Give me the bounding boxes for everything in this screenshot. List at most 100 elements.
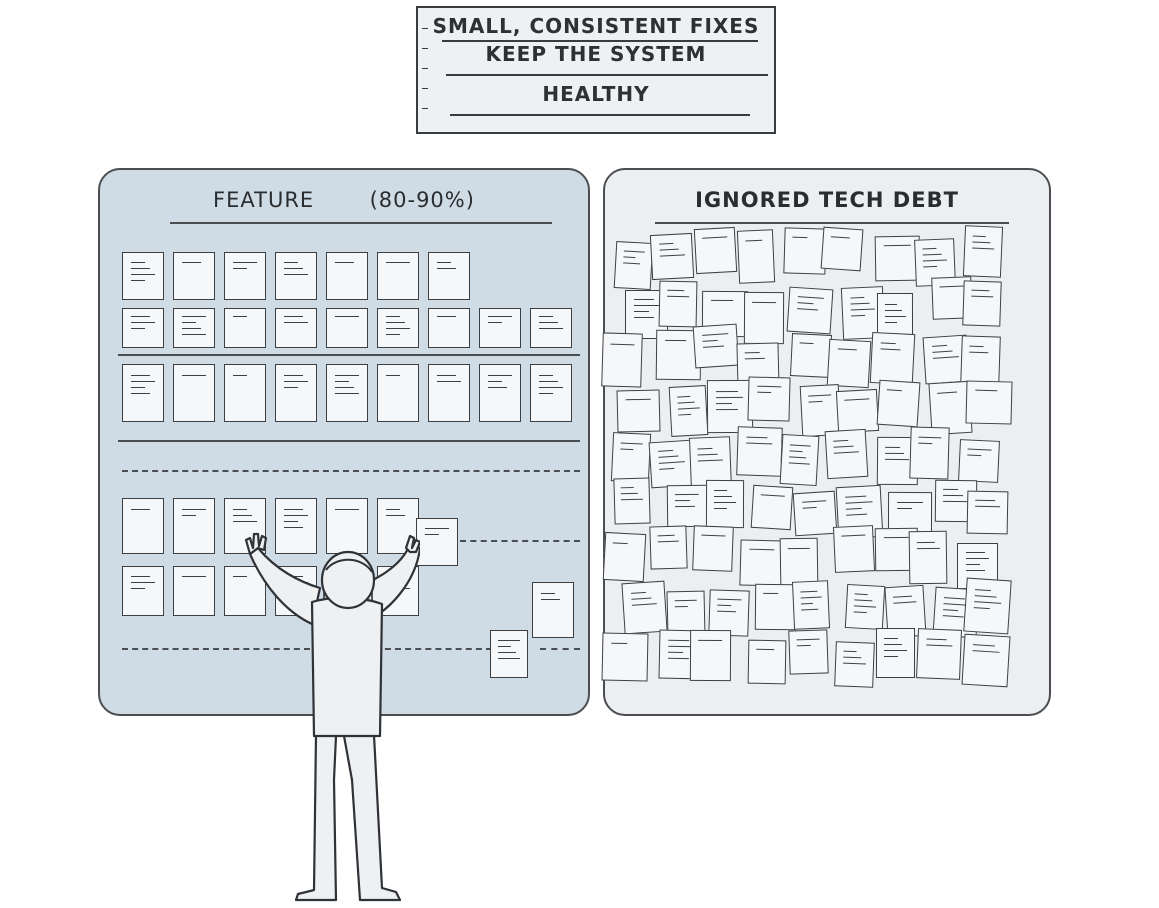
sticky-note-card	[779, 537, 819, 588]
sticky-note-card	[416, 518, 458, 566]
sticky-note-card	[490, 630, 528, 678]
sticky-note-card	[621, 580, 667, 634]
sticky-note-card	[908, 530, 948, 585]
sticky-note-card	[965, 380, 1013, 425]
sticky-note-card	[833, 525, 876, 574]
sticky-note-card	[275, 308, 317, 348]
person-placing-card-icon	[244, 532, 420, 902]
sticky-note-card	[958, 438, 1001, 483]
sticky-note-card	[792, 490, 837, 537]
board-divider	[118, 354, 580, 356]
sign-rule	[450, 114, 750, 116]
sticky-note-card	[122, 498, 164, 554]
sticky-note-card	[783, 227, 826, 276]
sticky-note-card	[706, 379, 753, 433]
sticky-note-card	[743, 291, 784, 344]
sticky-note-card	[834, 641, 875, 689]
sticky-note-card	[908, 426, 950, 480]
sticky-note-card	[122, 308, 164, 348]
sticky-note-card	[966, 490, 1009, 535]
sticky-note-card	[747, 639, 786, 684]
sticky-note-card	[916, 628, 962, 681]
sticky-note-card	[601, 332, 643, 387]
sticky-note-card	[692, 525, 734, 572]
tech-debt-title-underline	[655, 222, 1009, 224]
sticky-note-card	[326, 364, 368, 422]
sticky-note-card	[754, 584, 797, 631]
sticky-note-card	[603, 531, 647, 582]
sticky-note-card	[616, 389, 661, 433]
sticky-note-card	[224, 566, 266, 616]
sticky-note-card	[876, 627, 916, 678]
sign-line-2: KEEP THE SYSTEM	[485, 42, 707, 66]
sticky-note-card	[275, 252, 317, 300]
sticky-note-card	[826, 339, 872, 389]
sticky-note-card	[532, 582, 574, 638]
sticky-note-card	[962, 225, 1004, 278]
sticky-note-card	[479, 364, 521, 422]
sticky-note-card	[479, 308, 521, 348]
dashed-lane-line	[460, 540, 580, 542]
sticky-note-card	[428, 252, 470, 300]
sticky-note-card	[173, 308, 215, 348]
sticky-note-card	[789, 332, 832, 378]
sticky-note-card	[173, 566, 215, 616]
sticky-note-card	[960, 335, 1002, 387]
sticky-note-card	[224, 308, 266, 348]
sticky-note-card	[666, 484, 709, 528]
sticky-note-card	[530, 308, 572, 348]
sticky-note-card	[530, 364, 572, 422]
sticky-note-card	[173, 252, 215, 300]
sticky-note-card	[736, 229, 776, 284]
sticky-note-card	[377, 364, 419, 422]
board-divider	[118, 440, 580, 442]
sticky-note-card	[961, 633, 1011, 687]
tech-debt-panel: IGNORED TECH DEBT	[601, 168, 1051, 716]
dashed-lane-line	[540, 648, 580, 650]
sticky-note-card	[326, 308, 368, 348]
sticky-note-card	[658, 280, 698, 327]
sticky-note-card	[779, 433, 819, 486]
sign-rule	[446, 74, 768, 76]
dashed-lane-line	[122, 648, 492, 650]
sticky-note-card	[750, 484, 794, 530]
sticky-note-card	[224, 252, 266, 300]
sticky-note-card	[610, 432, 651, 483]
sticky-note-card	[649, 232, 695, 280]
sticky-note-card	[428, 308, 470, 348]
sticky-note-card	[668, 384, 709, 437]
sticky-note-card	[377, 252, 419, 300]
sticky-note-card	[377, 308, 419, 348]
sticky-note-card	[649, 524, 688, 570]
sticky-note-card	[820, 226, 864, 272]
sticky-note-card	[613, 477, 651, 525]
sticky-note-card	[601, 632, 648, 682]
sticky-note-card	[173, 364, 215, 422]
sticky-note-card	[962, 279, 1002, 327]
sticky-note-card	[736, 426, 783, 477]
sticky-note-card	[844, 584, 886, 631]
sticky-note-card	[835, 389, 880, 434]
feature-title-label: FEATURE	[213, 188, 315, 212]
sticky-note-card	[122, 252, 164, 300]
sticky-note-card	[739, 539, 784, 587]
sticky-note-card	[122, 566, 164, 616]
feature-panel-title: FEATURE (80-90%)	[100, 188, 588, 212]
sticky-note-card	[869, 332, 915, 385]
sticky-note-card	[690, 629, 731, 681]
sticky-note-card	[792, 580, 831, 630]
sticky-note-card	[824, 428, 868, 480]
sticky-note-card	[326, 252, 368, 300]
sign-rule	[442, 40, 758, 42]
message-sign: SMALL, CONSISTENT FIXES KEEP THE SYSTEM …	[416, 6, 776, 134]
feature-title-percentage: (80-90%)	[369, 188, 475, 212]
sticky-note-card	[786, 286, 835, 335]
sticky-note-card	[747, 376, 792, 423]
dashed-lane-line	[122, 470, 580, 472]
sticky-note-card	[694, 227, 738, 275]
sticky-note-card	[122, 364, 164, 422]
sticky-note-card	[173, 498, 215, 554]
sticky-note-card	[648, 439, 696, 489]
sticky-note-card	[613, 240, 654, 290]
sticky-note-card	[275, 498, 317, 554]
